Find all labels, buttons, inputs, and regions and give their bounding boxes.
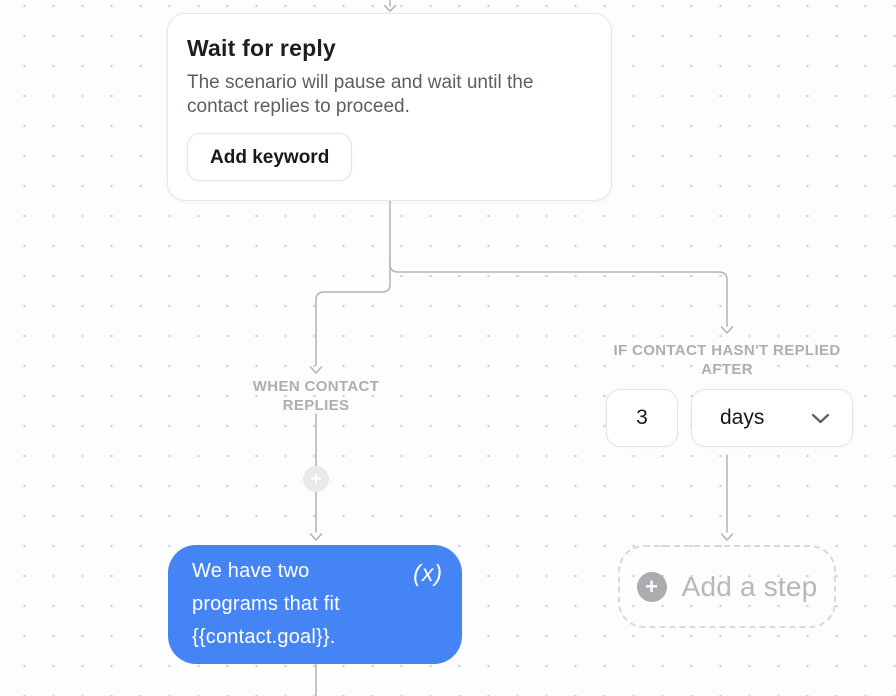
connector-right-branch [389, 200, 728, 327]
message-text: We have two programs that fit {{contact.… [192, 560, 340, 648]
delay-value: 3 [636, 406, 648, 429]
plus-circle-icon: + [636, 571, 667, 602]
arrow-down-icon [720, 533, 734, 541]
chevron-down-icon [811, 413, 830, 423]
add-step-label: Add a step [681, 570, 818, 602]
add-a-step-button[interactable]: + Add a step [618, 545, 836, 628]
message-bubble[interactable]: We have two programs that fit {{contact.… [168, 545, 462, 664]
delay-unit-value: days [720, 406, 765, 429]
plus-icon: + [310, 468, 322, 490]
delay-unit-select[interactable]: days [691, 389, 853, 447]
arrow-down-icon [383, 4, 397, 12]
add-node-button[interactable]: + [303, 466, 329, 492]
arrow-down-icon [309, 366, 323, 374]
if-not-replied-label: IF CONTACT HASN'T REPLIED AFTER [613, 342, 841, 378]
arrow-down-icon [309, 533, 323, 541]
arrow-down-icon [720, 326, 734, 334]
card-title: Wait for reply [187, 35, 336, 61]
plus-icon: + [645, 573, 658, 599]
variable-icon: (x) [413, 560, 443, 586]
add-keyword-button[interactable]: Add keyword [187, 133, 353, 181]
card-description: The scenario will pause and wait until t… [187, 72, 534, 117]
wait-for-reply-card[interactable]: Wait for reply The scenario will pause a… [167, 13, 612, 201]
when-contact-replies-label: WHEN CONTACT REPLIES [252, 378, 380, 414]
delay-value-input[interactable]: 3 [606, 389, 678, 447]
connector-left-branch [315, 257, 391, 366]
